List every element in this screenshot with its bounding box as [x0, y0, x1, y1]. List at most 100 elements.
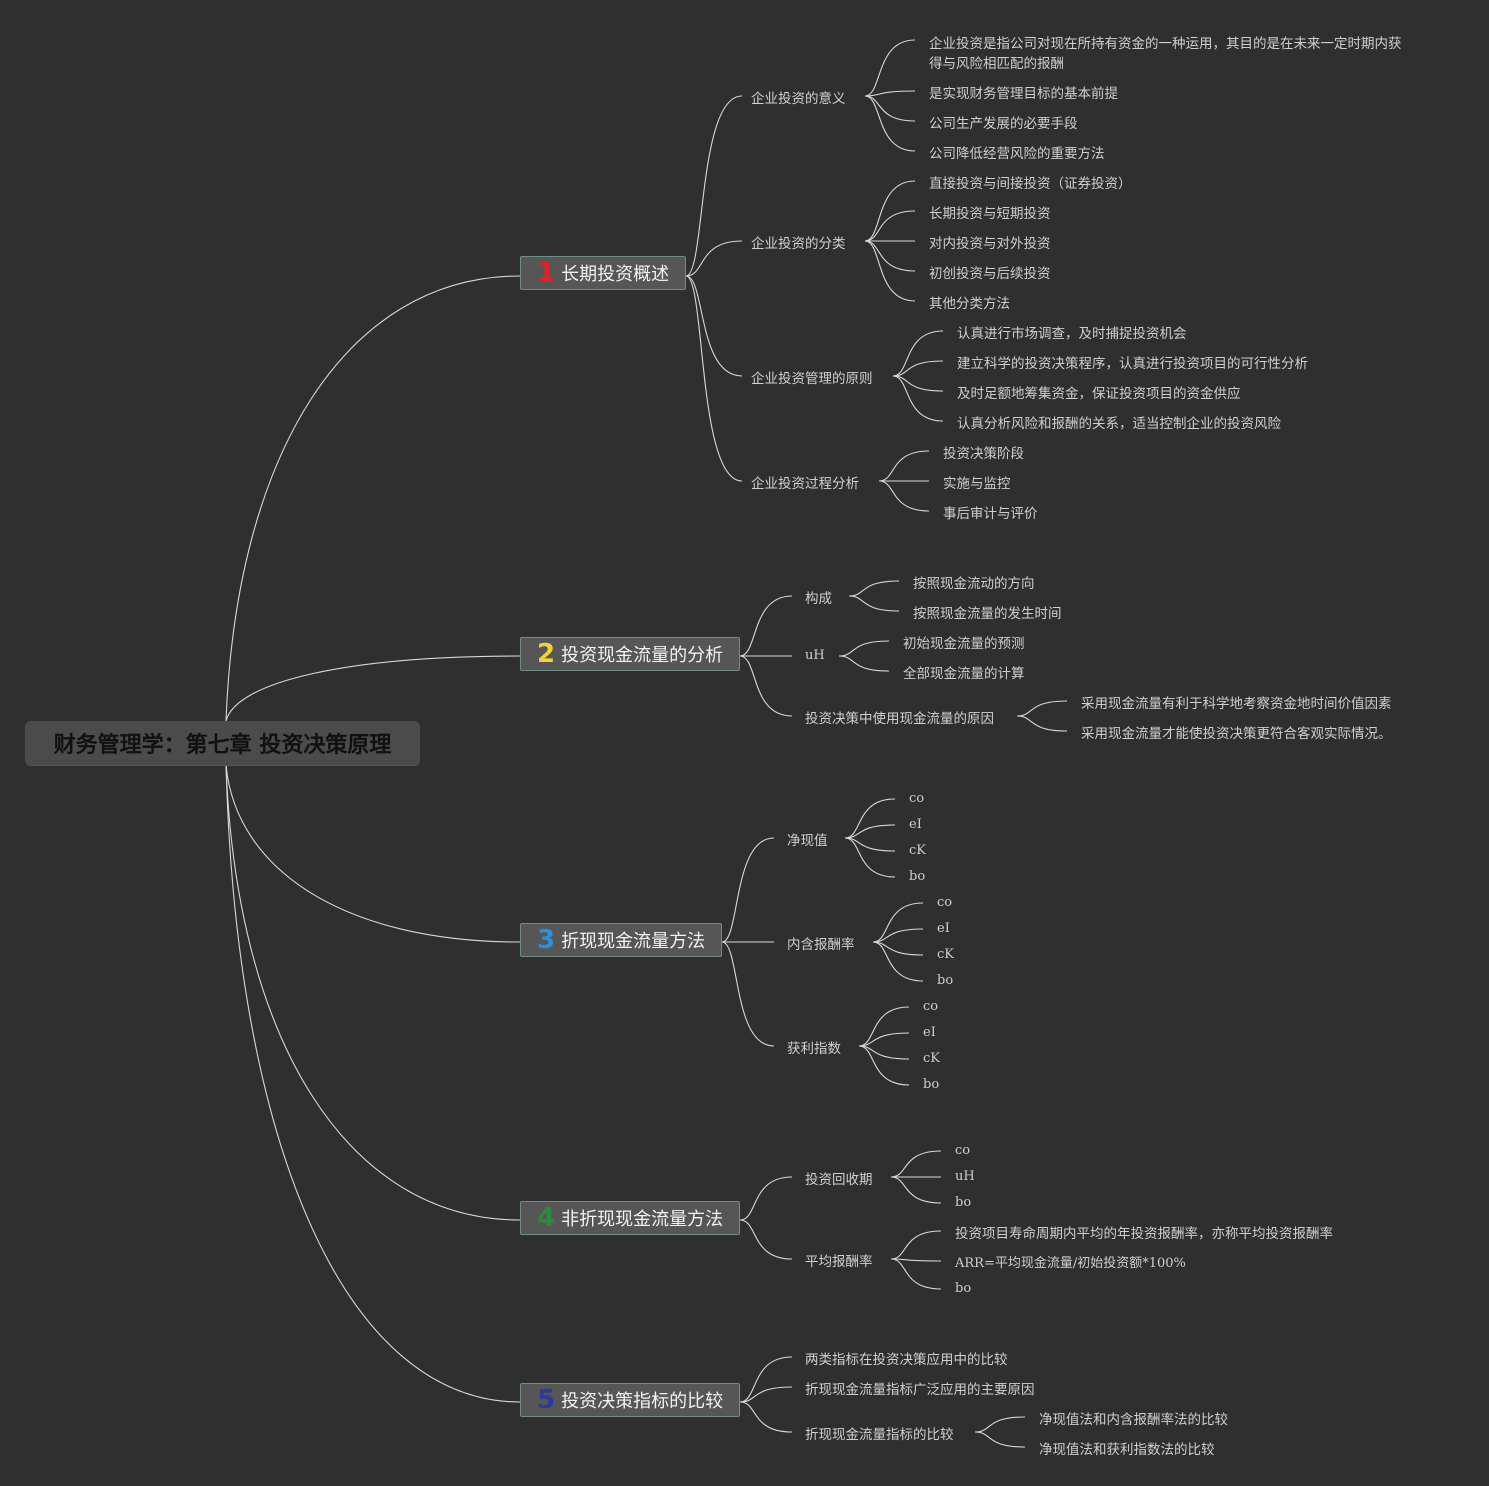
leaf-topic[interactable]: 实施与监控 [943, 476, 1011, 492]
subtopic[interactable]: 内含报酬率 [787, 937, 855, 953]
connector-line [838, 655, 890, 672]
leaf-topic[interactable]: bo [909, 869, 926, 884]
root-connector-line [225, 275, 521, 722]
connector-line [1016, 700, 1068, 717]
subtopic[interactable]: 折现现金流量指标的比较 [805, 1427, 954, 1443]
leaf-topic[interactable]: 及时足额地筹集资金，保证投资项目的资金供应 [957, 386, 1241, 402]
subtopic[interactable]: 企业投资过程分析 [751, 476, 859, 492]
subtopic[interactable]: 构成 [805, 591, 832, 607]
subtopic[interactable]: 投资决策中使用现金流量的原因 [805, 711, 994, 727]
leaf-topic[interactable]: 其他分类方法 [929, 296, 1010, 312]
branch-2-label: 投资现金流量的分析 [561, 645, 724, 666]
connector-line [844, 837, 896, 878]
connector-line [872, 928, 924, 943]
connector-line [685, 95, 743, 277]
connector-line [838, 640, 890, 657]
connector-line [864, 210, 916, 242]
connector-line [890, 1230, 942, 1260]
leaf-topic[interactable]: 全部现金流量的计算 [903, 666, 1025, 682]
branch-4-topic[interactable]: 4 非折现现金流量方法 [520, 1201, 740, 1235]
root-topic[interactable]: 财务管理学：第七章 投资决策原理 [25, 721, 420, 765]
leaf-topic-continuation: 得与风险相匹配的报酬 [929, 56, 1064, 72]
connector-line [872, 902, 924, 943]
subtopic[interactable]: 企业投资管理的原则 [751, 371, 873, 387]
leaf-topic[interactable]: eI [923, 1025, 936, 1040]
branch-2-number: 2 [537, 639, 556, 669]
leaf-topic[interactable]: co [937, 895, 953, 910]
subtopic[interactable]: 获利指数 [787, 1041, 841, 1057]
connector-line [844, 824, 896, 839]
connector-line [974, 1431, 1026, 1448]
leaf-topic[interactable]: cK [937, 947, 954, 962]
leaf-topic[interactable]: 公司降低经营风险的重要方法 [929, 146, 1105, 162]
leaf-topic[interactable]: 事后审计与评价 [943, 506, 1038, 522]
subtopic[interactable]: 净现值 [787, 833, 828, 849]
connector-line [848, 580, 900, 597]
leaf-topic[interactable]: ARR=平均现金流量/初始投资额*100% [955, 1256, 1186, 1271]
connector-line [844, 837, 896, 852]
root-connector-line [225, 764, 521, 1403]
leaf-topic[interactable]: 认真进行市场调查，及时捕捉投资机会 [957, 326, 1187, 342]
leaf-topic[interactable]: 长期投资与短期投资 [929, 206, 1051, 222]
leaf-topic[interactable]: 投资项目寿命周期内平均的年投资报酬率，亦称平均投资报酬率 [955, 1226, 1333, 1242]
leaf-topic[interactable]: 投资决策阶段 [943, 446, 1024, 462]
connector-line [739, 1386, 793, 1403]
branch-3-topic[interactable]: 3 折现现金流量方法 [520, 923, 722, 957]
leaf-topic[interactable]: eI [909, 817, 922, 832]
leaf-topic[interactable]: bo [955, 1281, 972, 1296]
branch-2-topic[interactable]: 2 投资现金流量的分析 [520, 637, 740, 671]
branch-5-topic[interactable]: 5 投资决策指标的比较 [520, 1383, 740, 1417]
subtopic[interactable]: 企业投资的意义 [751, 91, 846, 107]
root-connector-line [225, 655, 521, 722]
leaf-topic[interactable]: cK [909, 843, 926, 858]
leaf-topic[interactable]: 净现值法和内含报酬率法的比较 [1039, 1412, 1228, 1428]
leaf-topic[interactable]: 初始现金流量的预测 [903, 636, 1025, 652]
branch-1-topic[interactable]: 1 长期投资概述 [520, 256, 686, 290]
connector-line [878, 480, 930, 512]
leaf-topic[interactable]: 净现值法和获利指数法的比较 [1039, 1442, 1215, 1458]
connector-line [739, 1219, 793, 1260]
branch-4-label: 非折现现金流量方法 [561, 1209, 724, 1230]
leaf-topic[interactable]: co [909, 791, 925, 806]
leaf-topic[interactable]: 是实现财务管理目标的基本前提 [929, 86, 1118, 102]
leaf-topic[interactable]: 按照现金流动的方向 [913, 576, 1035, 592]
leaf-topic[interactable]: uH [955, 1169, 975, 1184]
branch-5-label: 投资决策指标的比较 [561, 1391, 724, 1412]
leaf-topic[interactable]: 公司生产发展的必要手段 [929, 116, 1078, 132]
leaf-topic[interactable]: eI [937, 921, 950, 936]
leaf-topic[interactable]: bo [923, 1077, 940, 1092]
leaf-topic[interactable]: 初创投资与后续投资 [929, 266, 1051, 282]
connector-line [858, 1045, 910, 1060]
leaf-topic[interactable]: 采用现金流量才能使投资决策更符合客观实际情况。 [1081, 726, 1392, 742]
subtopic[interactable]: 平均报酬率 [805, 1254, 873, 1270]
connector-line [864, 240, 916, 272]
subtopic[interactable]: 两类指标在投资决策应用中的比较 [805, 1352, 1008, 1368]
leaf-topic[interactable]: bo [955, 1195, 972, 1210]
leaf-topic[interactable]: bo [937, 973, 954, 988]
connector-line [739, 595, 793, 657]
leaf-topic[interactable]: 对内投资与对外投资 [929, 236, 1051, 252]
leaf-topic[interactable]: co [923, 999, 939, 1014]
subtopic[interactable]: uH [805, 648, 825, 663]
connector-line [858, 1045, 910, 1086]
subtopic[interactable]: 折现现金流量指标广泛应用的主要原因 [805, 1382, 1035, 1398]
subtopic[interactable]: 企业投资的分类 [751, 236, 846, 252]
leaf-topic[interactable]: co [955, 1143, 971, 1158]
leaf-topic[interactable]: 认真分析风险和报酬的关系，适当控制企业的投资风险 [957, 416, 1281, 432]
leaf-topic[interactable]: 企业投资是指公司对现在所持有资金的一种运用，其目的是在未来一定时期内获 [929, 36, 1402, 52]
leaf-topic[interactable]: 建立科学的投资决策程序，认真进行投资项目的可行性分析 [957, 356, 1308, 372]
leaf-topic[interactable]: 按照现金流量的发生时间 [913, 606, 1062, 622]
leaf-topic[interactable]: 直接投资与间接投资（证券投资） [929, 176, 1132, 192]
subtopic[interactable]: 投资回收期 [805, 1172, 873, 1188]
connector-line [864, 90, 916, 97]
connector-line [878, 450, 930, 482]
branch-5-number: 5 [537, 1385, 556, 1415]
root-connector-line [225, 764, 521, 943]
connector-line [858, 1006, 910, 1047]
connector-line [864, 180, 916, 242]
branch-1-label: 长期投资概述 [561, 264, 670, 285]
branch-4-number: 4 [537, 1203, 556, 1233]
leaf-topic[interactable]: 采用现金流量有利于科学地考察资金地时间价值因素 [1081, 696, 1392, 712]
leaf-topic[interactable]: cK [923, 1051, 940, 1066]
